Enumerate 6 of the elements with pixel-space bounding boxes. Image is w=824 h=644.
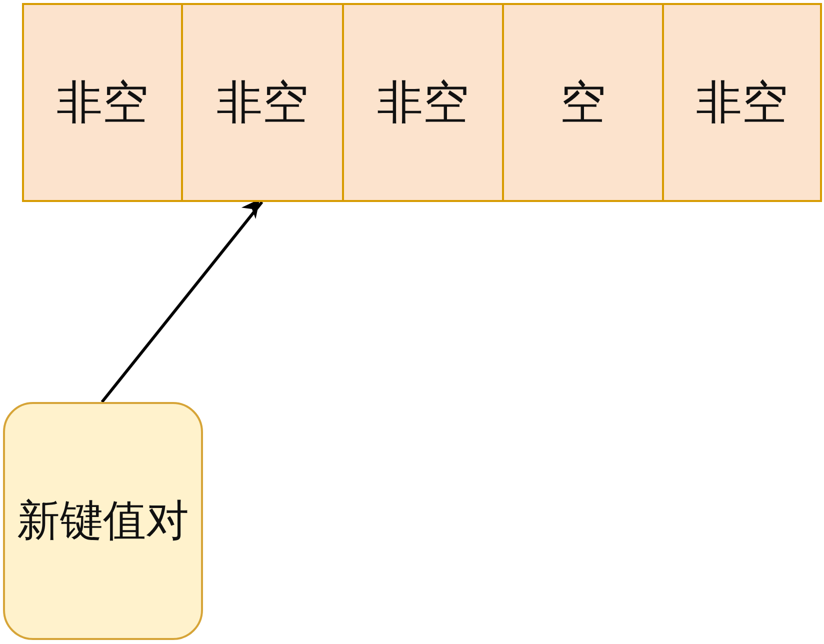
- array-cell: 非空: [181, 3, 344, 202]
- rounded-box: 新键值对: [3, 402, 203, 640]
- array-cell: 非空: [342, 3, 504, 202]
- array-cell: 非空: [662, 3, 822, 202]
- array-cell: 空: [502, 3, 664, 202]
- array-cell: 非空: [22, 3, 183, 202]
